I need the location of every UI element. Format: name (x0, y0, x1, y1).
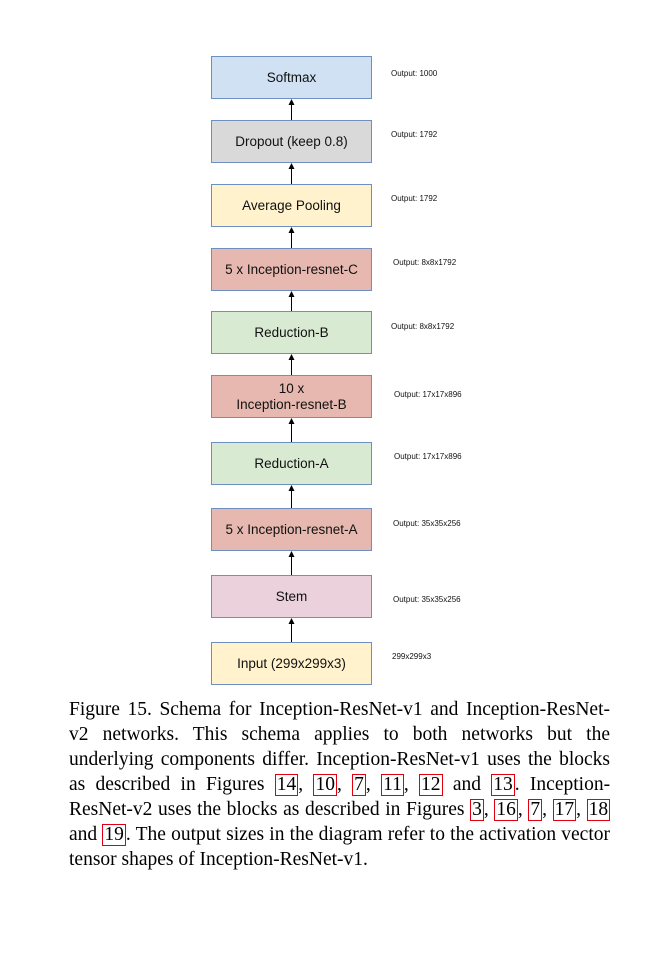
output-input: 299x299x3 (392, 652, 432, 661)
block-label: Average Pooling (242, 197, 341, 213)
figure-ref-link[interactable]: 13 (491, 774, 515, 796)
output-average-pooling: Output: 1792 (391, 194, 438, 203)
block-input: Input (299x299x3) (211, 642, 372, 685)
block-inception-resnet-a: 5 x Inception-resnet-A (211, 508, 372, 551)
block-softmax: Softmax (211, 56, 372, 99)
output-reduction-a: Output: 17x17x896 (394, 452, 462, 461)
output-inception-resnet-c: Output: 8x8x1792 (393, 258, 457, 267)
block-label: Input (299x299x3) (237, 655, 346, 671)
figure-ref-link[interactable]: 11 (381, 774, 404, 796)
figure-ref-link[interactable]: 19 (102, 824, 126, 846)
figure-ref-link[interactable]: 7 (352, 774, 366, 796)
block-label: 10 x Inception-resnet-B (236, 380, 347, 412)
block-label: 5 x Inception-resnet-C (225, 261, 358, 277)
caption-text-1: Figure 15. Schema for Inception-ResNet-v… (69, 699, 610, 795)
figure-ref-link[interactable]: 10 (313, 774, 337, 796)
block-average-pooling: Average Pooling (211, 184, 372, 227)
output-stem: Output: 35x35x256 (393, 595, 461, 604)
caption-text-2: . Inception-ResNet-v2 uses the blocks as… (69, 774, 611, 820)
block-label: 5 x Inception-resnet-A (225, 521, 358, 537)
figure-ref-link[interactable]: 12 (419, 774, 443, 796)
output-inception-resnet-b: Output: 17x17x896 (394, 390, 462, 399)
output-inception-resnet-a: Output: 35x35x256 (393, 519, 461, 528)
block-stem: Stem (211, 575, 372, 618)
caption-text-3: . The output sizes in the diagram refer … (69, 824, 611, 870)
output-reduction-b: Output: 8x8x1792 (391, 322, 455, 331)
connection-arrows (288, 99, 295, 642)
block-dropout: Dropout (keep 0.8) (211, 120, 372, 163)
block-reduction-b: Reduction-B (211, 311, 372, 354)
figure-ref-link[interactable]: 18 (586, 799, 611, 821)
figure-ref-link[interactable]: 16 (494, 799, 518, 821)
block-label: Softmax (266, 69, 317, 85)
output-dropout: Output: 1792 (391, 130, 438, 139)
output-softmax: Output: 1000 (391, 69, 438, 78)
block-label: Reduction-B (254, 324, 329, 340)
block-inception-resnet-c: 5 x Inception-resnet-C (211, 248, 372, 291)
block-inception-resnet-b: 10 x Inception-resnet-B (211, 375, 372, 418)
block-reduction-a: Reduction-A (211, 442, 372, 485)
caption-and-2: and (69, 824, 98, 845)
block-label: Dropout (keep 0.8) (235, 133, 348, 149)
architecture-diagram: Softmax Dropout (keep 0.8) Average Pooli… (211, 56, 462, 685)
figure-ref-link[interactable]: 7 (528, 799, 543, 821)
figure-ref-link[interactable]: 17 (552, 799, 577, 821)
figure-ref-link[interactable]: 14 (274, 774, 299, 796)
caption-and-1: and (452, 774, 481, 795)
block-label: Reduction-A (254, 455, 329, 471)
block-label: Stem (275, 588, 308, 604)
figure-ref-link[interactable]: 3 (470, 799, 484, 821)
figure-caption: Figure 15. Schema for Inception-ResNet-v… (69, 699, 611, 870)
